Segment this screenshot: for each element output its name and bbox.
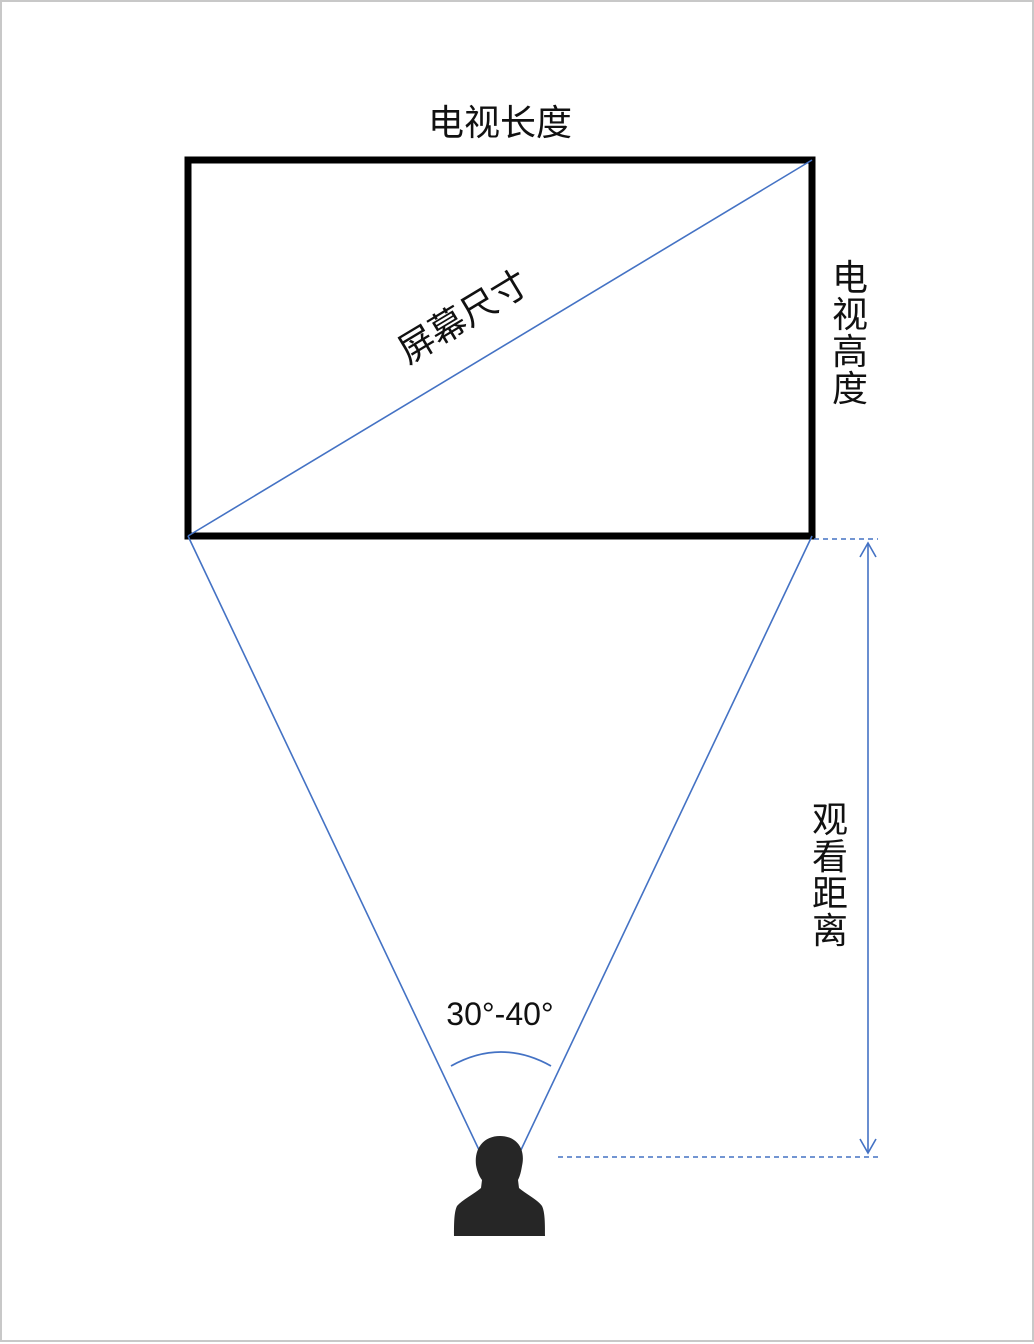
viewing-angle-label: 30°-40° — [446, 996, 554, 1032]
view-line-right — [519, 535, 813, 1153]
distance-arrow-head-top — [859, 541, 877, 558]
view-line-left — [187, 535, 481, 1153]
viewing-distance-label: 观看距离 — [811, 800, 848, 952]
person-silhouette-icon — [454, 1136, 545, 1236]
tv-length-label: 电视长度 — [427, 103, 572, 144]
viewing-angle-arc — [450, 1051, 552, 1067]
tv-height-label: 电视高度 — [831, 258, 868, 410]
tv-frame — [184, 156, 816, 540]
screen-diagonal-line — [187, 159, 813, 537]
distance-arrow-head-bottom — [859, 1138, 877, 1155]
